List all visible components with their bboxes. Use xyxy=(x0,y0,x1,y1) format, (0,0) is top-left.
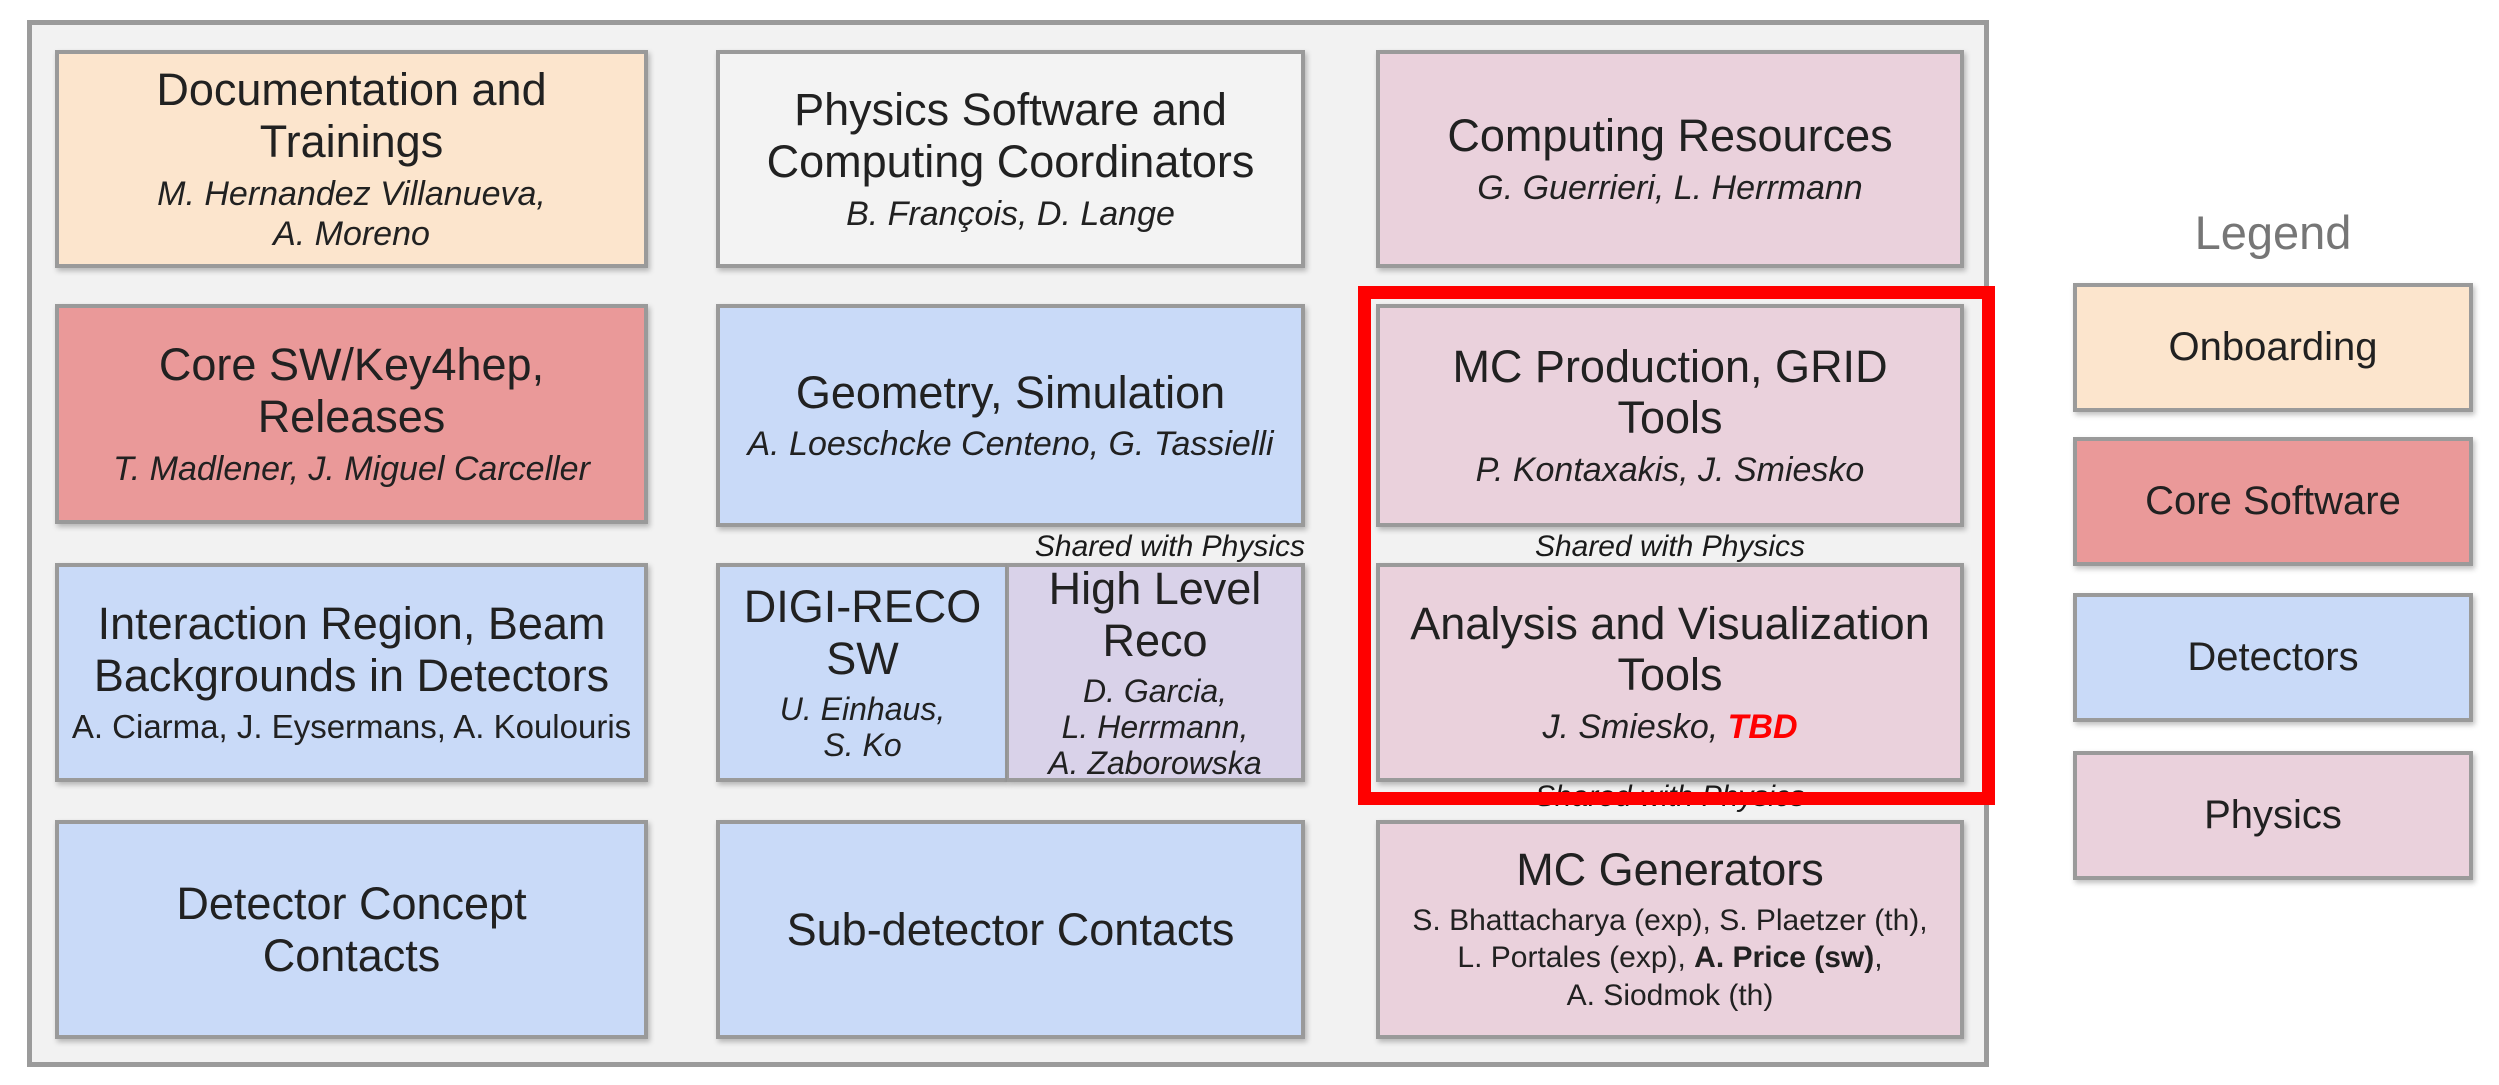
tbd-open-position: TBD xyxy=(1727,708,1798,747)
box-people: G. Guerrieri, L. Herrmann xyxy=(1477,168,1862,208)
box-physics-sw-computing-coordinators: Physics Software and Computing Coordinat… xyxy=(716,50,1305,268)
person-line: B. François, D. Lange xyxy=(846,194,1175,233)
legend-item-label: Core Software xyxy=(2145,479,2401,523)
box-title: Sub-detector Contacts xyxy=(786,903,1235,955)
legend-item-label: Detectors xyxy=(2187,635,2359,679)
box-title: MC Production, GRID Tools xyxy=(1452,340,1888,444)
box-title: Geometry, Simulation xyxy=(795,366,1226,418)
legend-item-physics: Physics xyxy=(2073,751,2473,880)
box-core-sw-key4hep: Core SW/Key4hep, Releases T. Madlener, J… xyxy=(55,304,648,524)
box-geometry-simulation: Geometry, Simulation A. Loeschcke Centen… xyxy=(716,304,1305,527)
legend-item-detectors: Detectors xyxy=(2073,593,2473,722)
box-interaction-region-beam-backgrounds: Interaction Region, Beam Backgrounds in … xyxy=(55,563,648,782)
legend-item-core-software: Core Software xyxy=(2073,437,2473,566)
person-line: T. Madlener, J. Miguel Carceller xyxy=(113,449,590,488)
legend-title: Legend xyxy=(2194,206,2352,259)
box-title: Analysis and Visualization Tools xyxy=(1410,597,1930,701)
person-segment: L. Portales (exp), xyxy=(1457,941,1695,975)
box-detector-concept-contacts: Detector Concept Contacts xyxy=(55,820,648,1039)
box-title: Physics Software and Computing Coordinat… xyxy=(766,84,1255,187)
person-line: A. Loeschcke Centeno, G. Tassielli xyxy=(747,425,1274,464)
box-mc-generators: MC Generators S. Bhattacharya (exp), S. … xyxy=(1376,820,1964,1039)
box-title: MC Generators xyxy=(1516,843,1824,895)
person-line: L. Portales (exp), A. Price (sw), xyxy=(1412,939,1927,977)
box-documentation-trainings: Documentation and Trainings M. Hernandez… xyxy=(55,50,648,268)
person-line: A. Zaborowska xyxy=(1048,745,1262,782)
person-line: P. Kontaxakis, J. Smiesko xyxy=(1475,451,1865,490)
person-line: A. Siodmok (th) xyxy=(1566,979,1774,1013)
box-mc-production-grid-tools: MC Production, GRID Tools P. Kontaxakis,… xyxy=(1376,304,1964,527)
box-computing-resources: Computing Resources G. Guerrieri, L. Her… xyxy=(1376,50,1964,268)
person-line: S. Bhattacharya (exp), S. Plaetzer (th), xyxy=(1412,903,1928,937)
box-people: A. Ciarma, J. Eysermans, A. Koulouris xyxy=(72,708,631,747)
legend-item-label: Physics xyxy=(2204,793,2342,837)
box-high-level-reco: High Level Reco D. Garcia, L. Herrmann, … xyxy=(1007,563,1305,782)
box-people: T. Madlener, J. Miguel Carceller xyxy=(113,449,590,489)
person-line: J. Smiesko, xyxy=(1542,708,1728,747)
person-line: A. Ciarma, J. Eysermans, A. Koulouris xyxy=(71,707,632,745)
box-people: J. Smiesko, TBD xyxy=(1542,707,1797,747)
person-line: M. Hernandez Villanueva, xyxy=(157,174,546,213)
person-line: L. Herrmann, xyxy=(1061,709,1249,746)
box-subdetector-contacts: Sub-detector Contacts xyxy=(716,820,1305,1039)
box-digi-reco-sw: DIGI-RECO SW U. Einhaus, S. Ko xyxy=(716,563,1007,782)
box-people: A. Loeschcke Centeno, G. Tassielli xyxy=(747,424,1273,464)
legend-item-onboarding: Onboarding xyxy=(2073,283,2473,412)
box-people: S. Bhattacharya (exp), S. Plaetzer (th),… xyxy=(1412,902,1927,1015)
person-line: U. Einhaus, xyxy=(779,690,946,727)
box-people: P. Kontaxakis, J. Smiesko xyxy=(1476,450,1865,490)
person-line: G. Guerrieri, L. Herrmann xyxy=(1477,168,1863,207)
person-segment: , xyxy=(1874,941,1883,975)
person-line: S. Ko xyxy=(823,727,902,764)
person-line: D. Garcia, xyxy=(1082,672,1227,709)
box-title: Detector Concept Contacts xyxy=(176,877,527,981)
box-title: Documentation and Trainings xyxy=(156,64,547,167)
box-title: Interaction Region, Beam Backgrounds in … xyxy=(93,598,610,702)
person-bold-segment: A. Price (sw) xyxy=(1694,941,1875,975)
box-title: Computing Resources xyxy=(1447,110,1893,162)
person-line: A. Moreno xyxy=(273,214,430,253)
box-analysis-visualization-tools: Analysis and Visualization Tools J. Smie… xyxy=(1376,563,1964,782)
box-people: U. Einhaus, S. Ko xyxy=(780,691,945,764)
highlight-rectangle xyxy=(1358,286,1995,805)
box-title: High Level Reco xyxy=(1048,563,1262,666)
box-people: B. François, D. Lange xyxy=(846,194,1175,234)
box-title: DIGI-RECO SW xyxy=(743,581,982,685)
legend-item-label: Onboarding xyxy=(2168,325,2378,369)
box-people: D. Garcia, L. Herrmann, A. Zaborowska xyxy=(1048,672,1262,782)
box-title: Core SW/Key4hep, Releases xyxy=(158,339,545,442)
box-people: M. Hernandez Villanueva, A. Moreno xyxy=(157,174,546,254)
shared-with-physics-label: Shared with Physics xyxy=(1534,530,1806,563)
shared-with-physics-label: Shared with Physics xyxy=(1034,530,1305,563)
